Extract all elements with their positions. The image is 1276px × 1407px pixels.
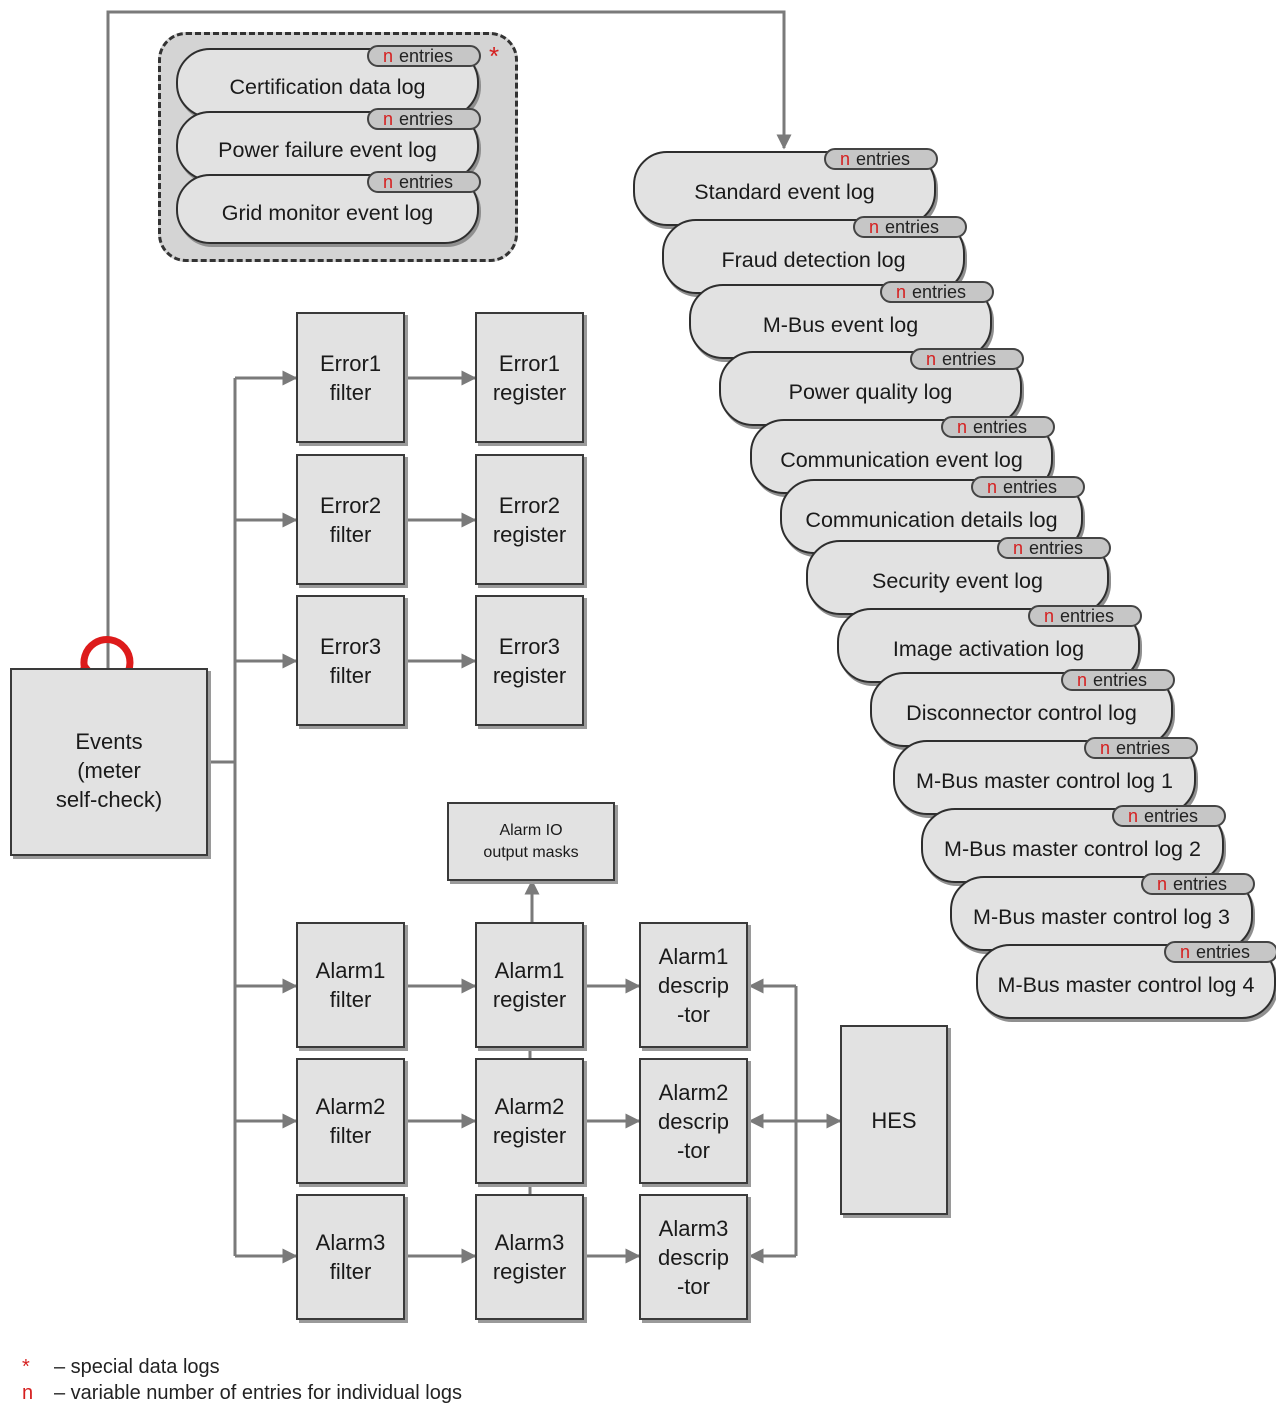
entries-n-mark: n bbox=[383, 46, 394, 66]
entries-n-mark: n bbox=[957, 417, 968, 437]
entries-n-mark: n bbox=[896, 282, 907, 302]
legend-n-mark: n bbox=[22, 1382, 34, 1404]
special-star-mark: * bbox=[489, 41, 500, 71]
alarm2-register: Alarm2 register bbox=[475, 1058, 584, 1184]
alarm1-register: Alarm1 register bbox=[475, 922, 584, 1048]
error3-register: Error3 register bbox=[475, 595, 584, 726]
legend-special: * – special data logs bbox=[22, 1356, 220, 1379]
entries-n-mark: n bbox=[1157, 874, 1168, 894]
entries-text: entries bbox=[856, 149, 911, 169]
alarm2-filter: Alarm2 filter bbox=[296, 1058, 405, 1184]
entries-n-mark: n bbox=[1013, 538, 1024, 558]
event-log-13-label: M-Bus master control log 4 bbox=[997, 973, 1255, 997]
events-box: Events (meter self-check) bbox=[10, 668, 208, 856]
alarm3-filter: Alarm3 filter bbox=[296, 1194, 405, 1320]
special-log-2-label: Power failure event log bbox=[218, 137, 437, 162]
entries-n-mark: n bbox=[1128, 806, 1139, 826]
event-log-10: M-Bus master control log 1 bbox=[893, 740, 1196, 815]
entries-n-mark: n bbox=[987, 477, 998, 497]
entries-text: entries bbox=[1003, 477, 1058, 497]
entries-text: entries bbox=[942, 349, 997, 369]
event-log-1-label: Standard event log bbox=[694, 180, 875, 204]
entries-n-mark: n bbox=[869, 217, 880, 237]
entries-n-mark: n bbox=[926, 349, 937, 369]
entries-text: entries bbox=[399, 172, 454, 192]
entries-text: entries bbox=[1060, 606, 1115, 626]
hes-box: HES bbox=[840, 1025, 948, 1215]
entries-text: entries bbox=[885, 217, 940, 237]
entries-n-mark: n bbox=[840, 149, 851, 169]
entries-text: entries bbox=[1116, 738, 1171, 758]
event-log-5-label: Communication event log bbox=[780, 448, 1023, 472]
event-log-10-label: M-Bus master control log 1 bbox=[916, 769, 1173, 793]
error2-register: Error2 register bbox=[475, 454, 584, 585]
entries-n-mark: n bbox=[1077, 670, 1088, 690]
special-log-1-label: Certification data log bbox=[229, 74, 426, 99]
error2-filter: Error2 filter bbox=[296, 454, 405, 585]
event-log-2-label: Fraud detection log bbox=[721, 248, 906, 272]
events-bus-line bbox=[208, 378, 237, 1256]
entries-text: entries bbox=[973, 417, 1028, 437]
events-to-logs-line bbox=[106, 10, 792, 668]
entries-text: entries bbox=[399, 109, 454, 129]
entries-text: entries bbox=[399, 46, 454, 66]
event-log-11-label: M-Bus master control log 2 bbox=[944, 837, 1201, 861]
entries-n-mark: n bbox=[383, 172, 394, 192]
entries-text: entries bbox=[912, 282, 967, 302]
alarm3-register: Alarm3 register bbox=[475, 1194, 584, 1320]
legend-star-text: – special data logs bbox=[54, 1356, 220, 1378]
error1-filter: Error1 filter bbox=[296, 312, 405, 443]
event-log-7-label: Security event log bbox=[872, 569, 1043, 593]
error1-register: Error1 register bbox=[475, 312, 584, 443]
entries-text: entries bbox=[1029, 538, 1084, 558]
event-log-4-label: Power quality log bbox=[788, 380, 953, 404]
alarm1-filter: Alarm1 filter bbox=[296, 922, 405, 1048]
event-log-8-label: Image activation log bbox=[892, 637, 1085, 661]
entries-n-mark: n bbox=[1100, 738, 1111, 758]
alarm2-descriptor: Alarm2 descrip -tor bbox=[639, 1058, 748, 1184]
special-log-3-label: Grid monitor event log bbox=[221, 200, 434, 225]
event-log-3-label: M-Bus event log bbox=[762, 313, 919, 337]
entries-text: entries bbox=[1173, 874, 1228, 894]
error3-filter: Error3 filter bbox=[296, 595, 405, 726]
event-log-6-label: Communication details log bbox=[805, 508, 1058, 532]
legend-star-mark: * bbox=[22, 1356, 30, 1378]
events-label: Events (meter self-check) bbox=[55, 728, 163, 812]
legend-n-text: – variable number of entries for individ… bbox=[54, 1382, 462, 1404]
entries-n-mark: n bbox=[383, 109, 394, 129]
event-log-7: Security event log bbox=[806, 540, 1109, 615]
entries-text: entries bbox=[1093, 670, 1148, 690]
alarm-io-output-masks: Alarm IO output masks bbox=[447, 802, 615, 881]
alarm3-descriptor: Alarm3 descrip -tor bbox=[639, 1194, 748, 1320]
event-log-9-label: Disconnector control log bbox=[906, 701, 1137, 725]
entries-n-mark: n bbox=[1044, 606, 1055, 626]
entries-text: entries bbox=[1144, 806, 1199, 826]
entries-text: entries bbox=[1196, 942, 1251, 962]
event-log-12-label: M-Bus master control log 3 bbox=[973, 905, 1230, 929]
entries-n-mark: n bbox=[1180, 942, 1191, 962]
legend-variable: n – variable number of entries for indivi… bbox=[22, 1382, 462, 1405]
alarm1-descriptor: Alarm1 descrip -tor bbox=[639, 922, 748, 1048]
